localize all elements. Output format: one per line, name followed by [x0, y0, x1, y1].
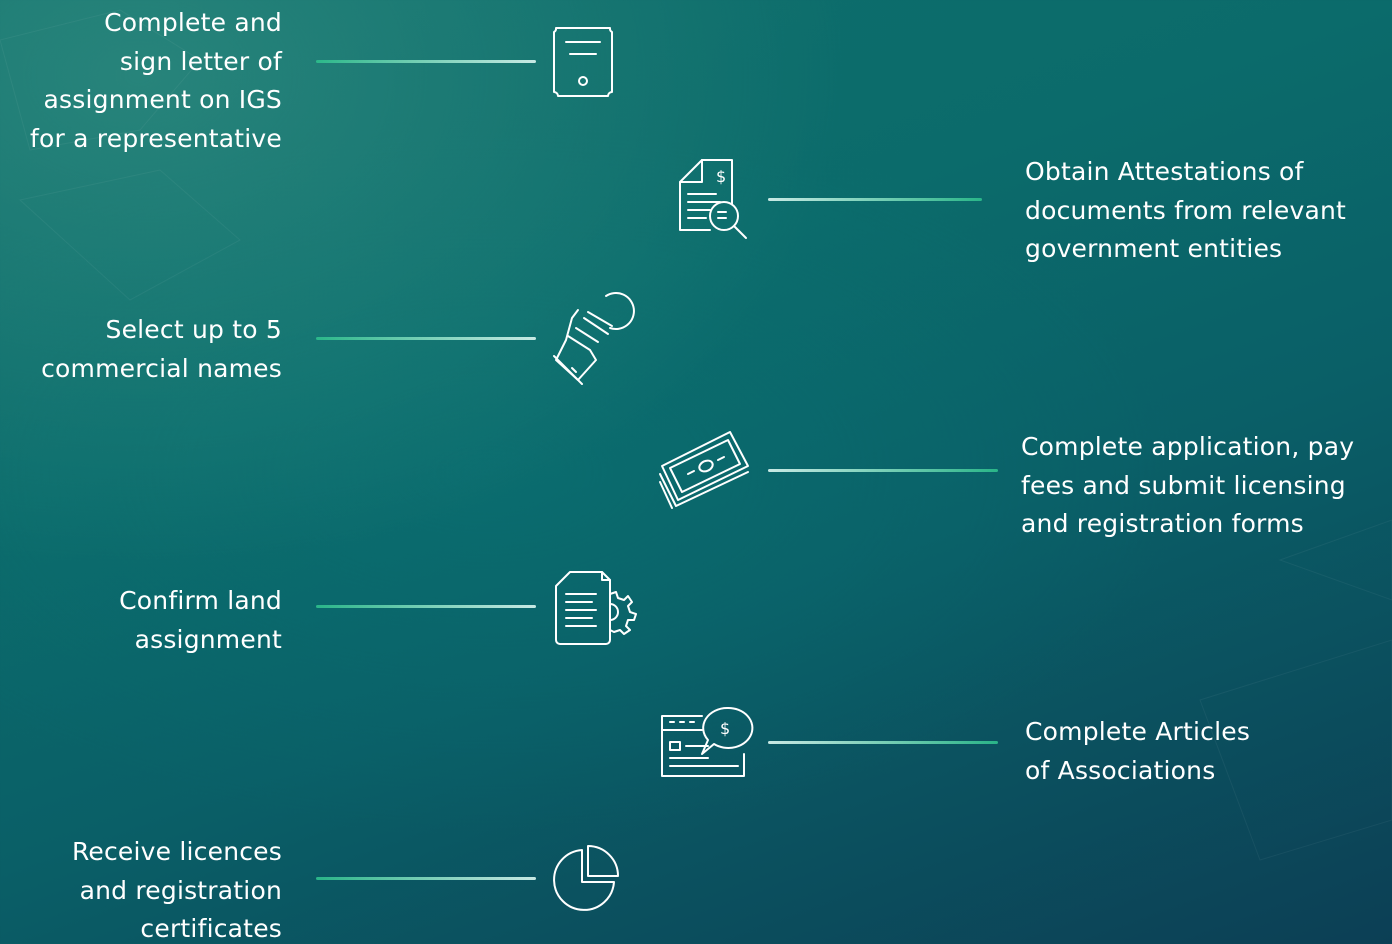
step-4-connector [768, 469, 998, 472]
step-2-line-1: Obtain Attestations of [1025, 157, 1304, 186]
step-1-connector [316, 60, 536, 63]
step-6-line-2: of Associations [1025, 755, 1216, 785]
step-7-line-2: and registration [79, 875, 282, 905]
step-6-line-1: Complete Articles [1025, 717, 1251, 746]
step-3-connector [316, 337, 536, 340]
step-7-line-3: certificates [140, 914, 282, 943]
step-4-line-2: fees and submit licensing [1021, 470, 1346, 500]
invoice-chat-icon: $ [658, 704, 758, 780]
step-3-text: Select up to 5 commercial names [41, 311, 282, 388]
step-4-line-3: and registration forms [1021, 509, 1304, 538]
step-1-text: Complete and sign letter of assignment o… [30, 4, 282, 158]
step-2-line-3: government entities [1025, 234, 1283, 263]
step-4-line-1: Complete application, pay [1021, 432, 1355, 461]
step-2-text: Obtain Attestations of documents from re… [1025, 153, 1346, 269]
step-6-text: Complete Articles of Associations [1025, 713, 1250, 790]
step-1-line-4: for a representative [30, 123, 282, 153]
step-5-line-1: Confirm land [119, 586, 282, 615]
dollar-glyph: $ [716, 167, 726, 186]
step-3-line-1: Select up to 5 [105, 315, 282, 344]
step-1-line-3: assignment on IGS [43, 85, 282, 114]
step-7-line-1: Receive licences [71, 837, 282, 866]
hand-tap-icon [548, 288, 644, 390]
step-2-connector [768, 198, 982, 201]
document-search-icon: $ [676, 158, 750, 242]
money-stack-icon [656, 426, 752, 510]
step-7-text: Receive licences and registration certif… [72, 833, 282, 944]
step-5-connector [316, 605, 536, 608]
step-1-line-2: sign letter of [119, 46, 282, 76]
step-5-text: Confirm land assignment [119, 582, 282, 659]
step-3-line-2: commercial names [41, 353, 282, 383]
step-7-connector [316, 877, 536, 880]
step-4-text: Complete application, pay fees and submi… [1021, 428, 1354, 544]
certificate-icon [550, 26, 616, 100]
pie-chart-icon [552, 844, 622, 914]
step-1-line-1: Complete and [104, 8, 282, 37]
step-5-line-2: assignment [134, 624, 282, 654]
dollar-glyph: $ [720, 719, 730, 738]
step-2-line-2: documents from relevant [1025, 195, 1347, 225]
document-gear-icon [552, 568, 642, 648]
step-6-connector [768, 741, 998, 744]
